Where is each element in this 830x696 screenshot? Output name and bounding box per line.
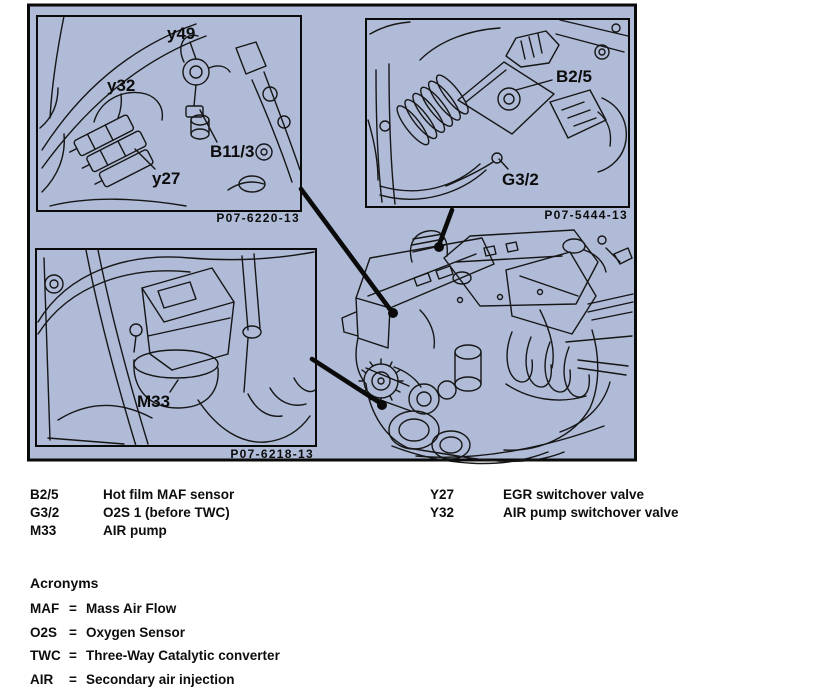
legend-code: G3/2 xyxy=(30,505,60,520)
legend-description: EGR switchover valve xyxy=(503,487,645,502)
callout-y32: y32 xyxy=(107,76,135,95)
legend-row: M33 AIR pump xyxy=(30,523,234,541)
acronym-row: O2S = Oxygen Sensor xyxy=(30,625,280,649)
acronym-row: TWC = Three-Way Catalytic converter xyxy=(30,648,280,672)
part-number-engine-bay: P07-6220-13 xyxy=(216,211,300,225)
engine-overview-art xyxy=(341,229,634,465)
legend-description: AIR pump switchover valve xyxy=(503,505,679,520)
acronyms-heading: Acronyms xyxy=(30,575,99,591)
legend-code: M33 xyxy=(30,523,57,538)
inset-pointer-lines xyxy=(298,186,455,410)
acronym-row: MAF = Mass Air Flow xyxy=(30,601,280,625)
acronym-abbr: MAF xyxy=(30,601,60,616)
acronym-abbr: O2S xyxy=(30,624,58,640)
callout-b11-3: B11/3 xyxy=(210,142,254,161)
equals-sign: = xyxy=(69,601,77,616)
callout-y27: y27 xyxy=(152,169,180,188)
acronym-definition: Three-Way Catalytic converter xyxy=(86,648,280,663)
acronym-definition: Secondary air injection xyxy=(86,671,235,687)
inset-engine-bay-art: y49 y32 B11/3 y27 xyxy=(39,16,301,207)
inset-air-pump-art: M33 xyxy=(37,249,316,446)
callout-b2-5: B2/5 xyxy=(556,67,592,86)
legend-code: Y27 xyxy=(430,487,455,502)
legend-description: O2S 1 (before TWC) xyxy=(103,505,230,520)
callout-y49: y49 xyxy=(167,24,195,43)
inset-maf-sensor-art: B2/5 G3/2 xyxy=(367,19,629,205)
callout-g3-2: G3/2 xyxy=(502,170,539,189)
inset-engine-bay-frame xyxy=(36,15,302,212)
part-number-air-pump: P07-6218-13 xyxy=(230,447,314,461)
acronym-definition: Mass Air Flow xyxy=(86,601,177,616)
legend-row: Y27 EGR switchover valve xyxy=(430,487,679,505)
legend-left-column: B2/5 Hot film MAF sensor G3/2 O2S 1 (bef… xyxy=(30,487,234,541)
acronym-row: AIR = Secondary air injection xyxy=(30,672,280,696)
legend-code: Y32 xyxy=(430,505,455,520)
part-number-maf: P07-5444-13 xyxy=(544,208,628,222)
equals-sign: = xyxy=(69,624,77,640)
legend-right-column: Y27 EGR switchover valve Y32 AIR pump sw… xyxy=(430,487,679,523)
legend-code: B2/5 xyxy=(30,487,59,502)
legend-row: B2/5 Hot film MAF sensor xyxy=(30,487,234,505)
legend-description: Hot film MAF sensor xyxy=(103,487,235,502)
legend-row: G3/2 O2S 1 (before TWC) xyxy=(30,505,234,523)
acronym-abbr: TWC xyxy=(30,648,61,663)
legend-description: AIR pump xyxy=(103,523,167,538)
legend-row: Y32 AIR pump switchover valve xyxy=(430,505,679,523)
callout-m33: M33 xyxy=(137,392,170,411)
acronyms-section: Acronyms MAF = Mass Air Flow O2S = Oxyge… xyxy=(30,575,280,695)
inset-air-pump-frame xyxy=(35,248,317,447)
acronym-definition: Oxygen Sensor xyxy=(86,624,186,640)
component-location-diagram: y49 y32 B11/3 y27 P07-6220-13 xyxy=(27,3,637,465)
equals-sign: = xyxy=(69,648,77,663)
equals-sign: = xyxy=(69,671,77,687)
acronym-abbr: AIR xyxy=(30,671,54,687)
inset-maf-sensor-frame xyxy=(365,18,630,208)
